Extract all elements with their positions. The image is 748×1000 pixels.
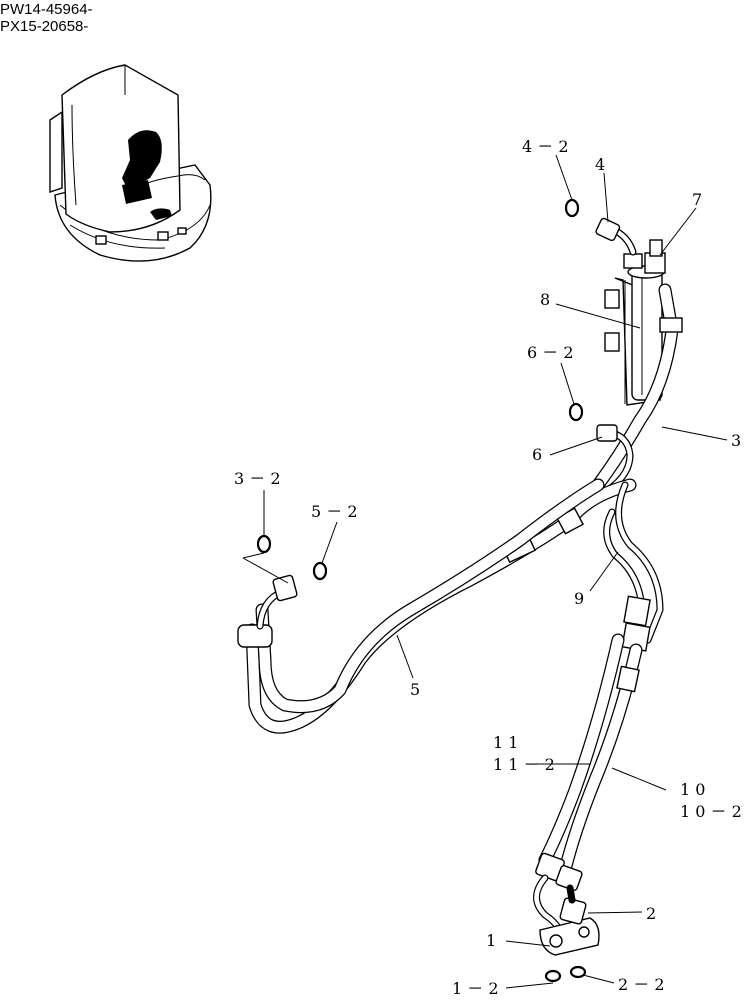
o-ring-5-2 [312, 561, 328, 581]
machine-locator-illustration [49, 64, 212, 262]
label-2: 2 [646, 904, 656, 923]
label-11-2: 1 1 － 2 [493, 755, 555, 774]
hose-10 [558, 643, 643, 877]
o-ring-2-2 [569, 965, 587, 979]
o-ring-1-2 [544, 969, 562, 983]
o-ring-6-2 [568, 402, 584, 422]
label-10-2: 1 0 － 2 [680, 802, 742, 821]
label-3: 3 [731, 431, 741, 450]
leader-lines [242, 154, 728, 989]
label-11: 1 1 [493, 733, 518, 752]
fitting-hose-5-end [237, 574, 298, 648]
label-9: 9 [574, 589, 584, 608]
label-6-2: 6 － 2 [527, 343, 574, 362]
serial-range-1: PW14-45964- [0, 1, 93, 18]
pipe-9 [603, 481, 664, 652]
hose-3 [591, 283, 683, 492]
o-ring-3-2 [256, 534, 272, 554]
label-1: 1 [486, 931, 496, 950]
label-5-2: 5 － 2 [311, 502, 358, 521]
fitting-4 [595, 217, 621, 242]
hose-3-lower [255, 478, 605, 714]
fitting-1 [533, 852, 600, 956]
label-7: 7 [692, 190, 702, 209]
label-2-2: 2 － 2 [618, 975, 665, 994]
label-5: 5 [410, 680, 420, 699]
receiver-drier-8 [604, 239, 666, 406]
label-10: 1 0 [680, 780, 705, 799]
label-6: 6 [532, 445, 542, 464]
label-3-2: 3 － 2 [234, 469, 281, 488]
label-4: 4 [595, 155, 605, 174]
label-1-2: 1 － 2 [452, 979, 499, 998]
label-4-2: 4 － 2 [522, 137, 569, 156]
fitting-6 [596, 424, 618, 442]
fitting-2 [555, 864, 587, 925]
serial-range-2: PX15-20658- [0, 18, 89, 35]
o-ring-4-2 [564, 198, 580, 218]
label-8: 8 [540, 290, 550, 309]
hose-11 [538, 633, 625, 867]
